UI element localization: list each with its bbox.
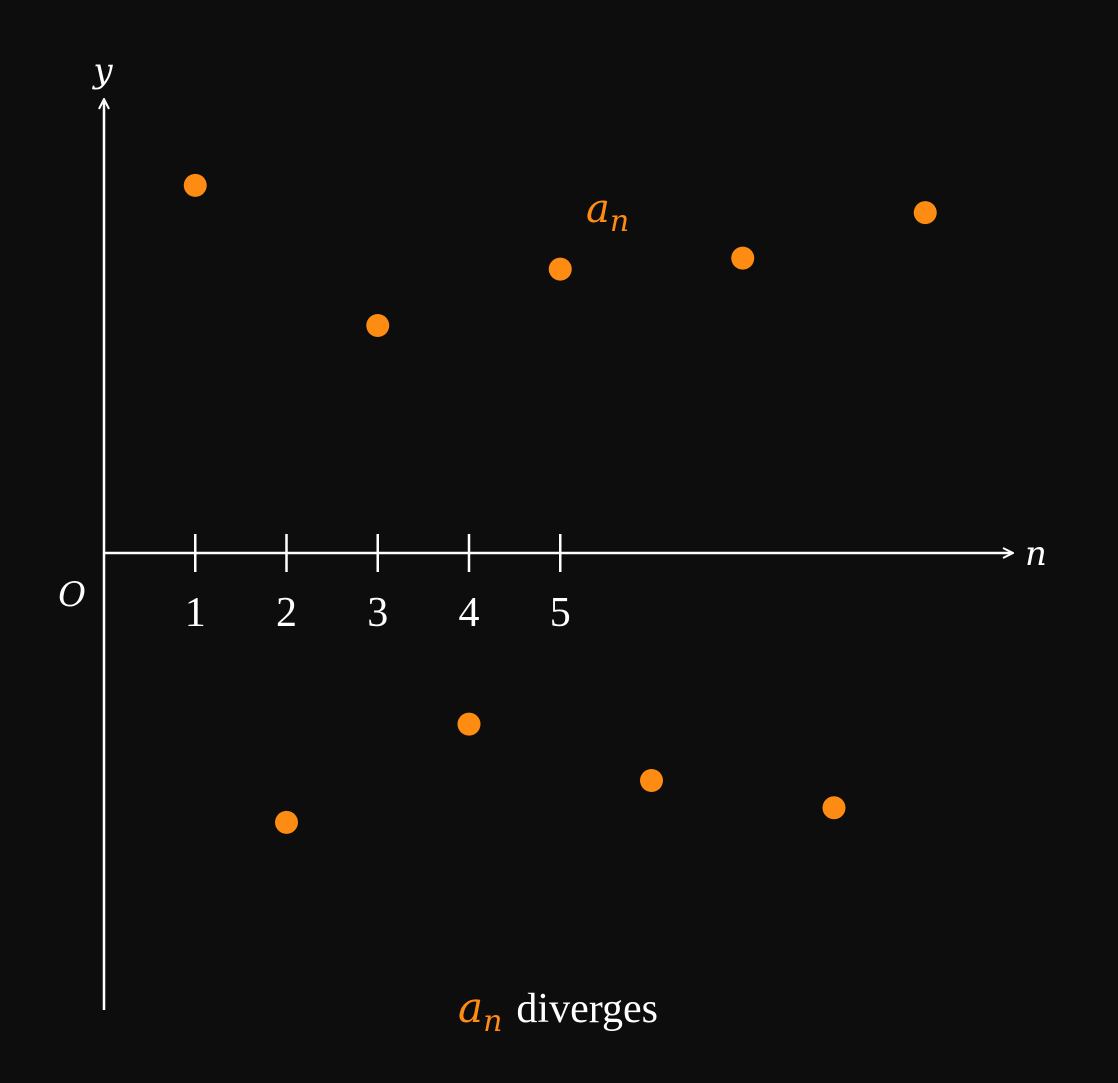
- caption-symbol-base: a: [458, 983, 483, 1032]
- data-point: [275, 810, 298, 834]
- data-point: [366, 314, 390, 337]
- x-tick-label: 4: [459, 590, 480, 636]
- caption-symbol-subscript: n: [483, 1004, 502, 1039]
- chart-caption: an diverges: [458, 983, 658, 1039]
- data-point: [457, 712, 481, 736]
- x-tick-label: 5: [550, 590, 571, 636]
- data-point: [548, 257, 572, 281]
- x-axis-label: n: [1025, 534, 1047, 574]
- x-ticks: 1 2 3 4 5: [185, 534, 571, 636]
- x-tick-label: 3: [367, 590, 388, 636]
- data-point: [183, 173, 207, 197]
- x-tick-label: 1: [185, 590, 206, 636]
- series-label: an: [586, 186, 629, 239]
- origin-label: O: [58, 575, 86, 615]
- x-tick-label: 2: [276, 590, 297, 636]
- caption-text: diverges: [516, 986, 658, 1032]
- data-point: [731, 246, 755, 270]
- data-point: [822, 796, 846, 820]
- data-point: [640, 769, 663, 792]
- data-points: [183, 173, 937, 834]
- y-axis-label: y: [91, 51, 113, 91]
- data-point: [913, 201, 937, 225]
